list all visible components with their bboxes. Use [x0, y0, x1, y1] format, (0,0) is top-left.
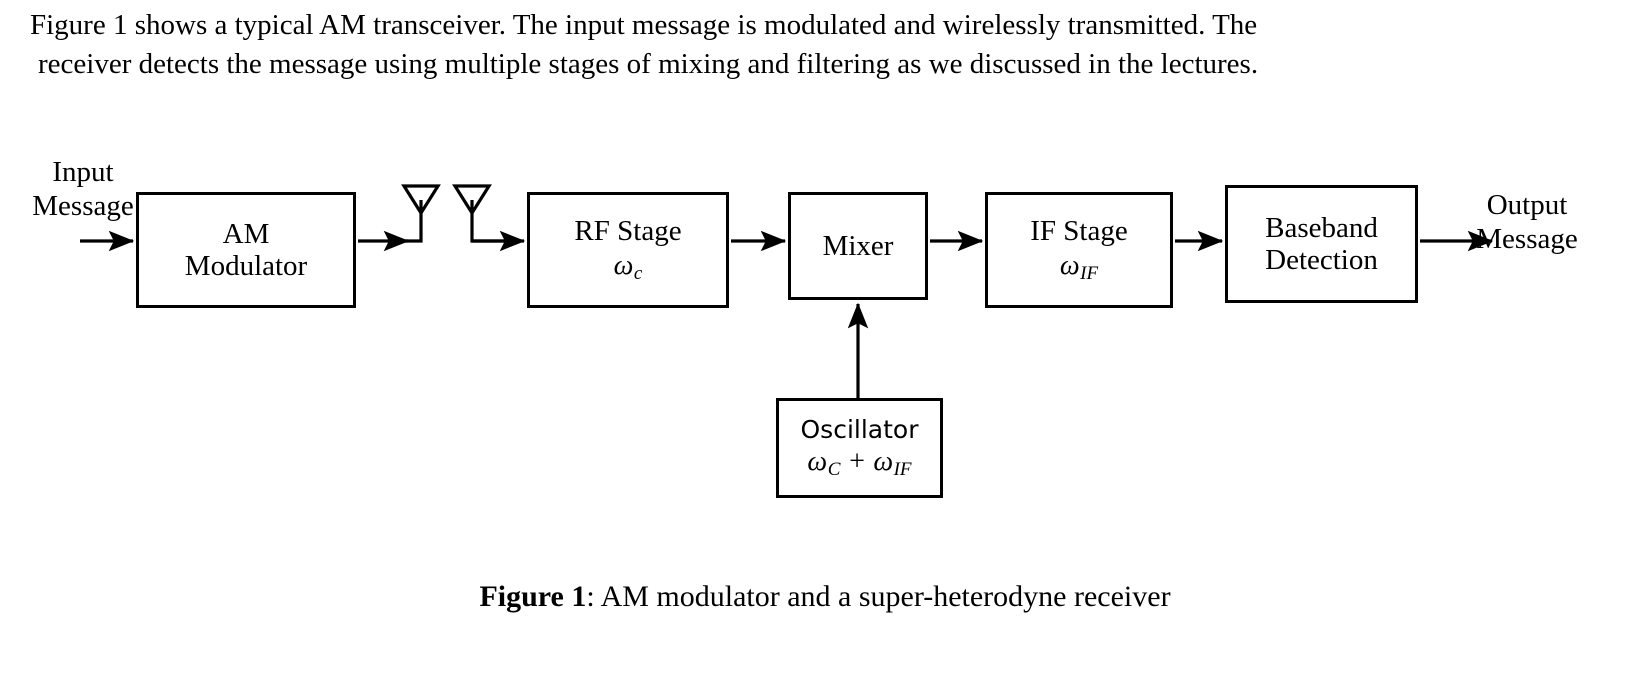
block-rf-stage-symbol: ωc [614, 250, 643, 285]
omega-subscript: IF [1080, 263, 1099, 285]
block-baseband-line-1: Baseband [1265, 211, 1378, 244]
omega-subscript-2: IF [893, 459, 912, 480]
omega-subscript-1: C [827, 459, 841, 480]
block-baseband-line-2: Detection [1265, 244, 1378, 276]
output-message-line-2: Message [1476, 223, 1578, 256]
omega-glyph: ω [1059, 249, 1080, 281]
block-rf-stage: RF Stage ωc [527, 192, 729, 308]
intro-line-2: receiver detects the message using multi… [38, 47, 1259, 80]
plus-operator: + [840, 445, 874, 477]
block-if-stage-line-1: IF Stage [1030, 215, 1128, 248]
omega-glyph: ω [613, 249, 634, 281]
intro-line-1: Figure 1 shows a typical AM transceiver.… [30, 9, 1258, 41]
output-message-label: Output Message [1432, 188, 1622, 256]
figure-caption-separator: : [586, 580, 601, 613]
block-mixer-line-1: Mixer [822, 229, 894, 262]
block-rf-stage-line-1: RF Stage [574, 215, 682, 248]
figure-caption-prefix: Figure 1 [479, 580, 587, 613]
block-am-modulator-line-2: Modulator [184, 250, 308, 282]
block-am-modulator-line-1: AM [222, 217, 270, 250]
block-oscillator: Oscillator ωC + ωIF [776, 398, 943, 498]
figure-caption: Figure 1: AM modulator and a super-heter… [0, 580, 1650, 614]
input-message-line-1: Input [52, 156, 114, 188]
input-message-label: Input Message [8, 155, 158, 223]
block-oscillator-line-1: Oscillator [800, 414, 919, 444]
omega-subscript: c [633, 263, 643, 285]
omega-glyph-1: ω [807, 445, 828, 477]
intro-paragraph: Figure 1 shows a typical AM transceiver.… [30, 6, 1615, 84]
input-message-line-2: Message [32, 190, 134, 223]
omega-glyph-2: ω [873, 445, 894, 477]
block-oscillator-symbol: ωC + ωIF [807, 446, 911, 481]
figure-caption-text: AM modulator and a super-heterodyne rece… [600, 580, 1171, 613]
block-mixer: Mixer [788, 192, 928, 300]
block-if-stage-symbol: ωIF [1060, 250, 1098, 285]
block-am-modulator: AM Modulator [136, 192, 356, 308]
output-message-line-1: Output [1486, 189, 1568, 221]
block-if-stage: IF Stage ωIF [985, 192, 1173, 308]
block-baseband-detection: Baseband Detection [1225, 185, 1418, 303]
transmit-antenna-icon [401, 184, 441, 243]
receive-antenna-icon [452, 184, 505, 243]
